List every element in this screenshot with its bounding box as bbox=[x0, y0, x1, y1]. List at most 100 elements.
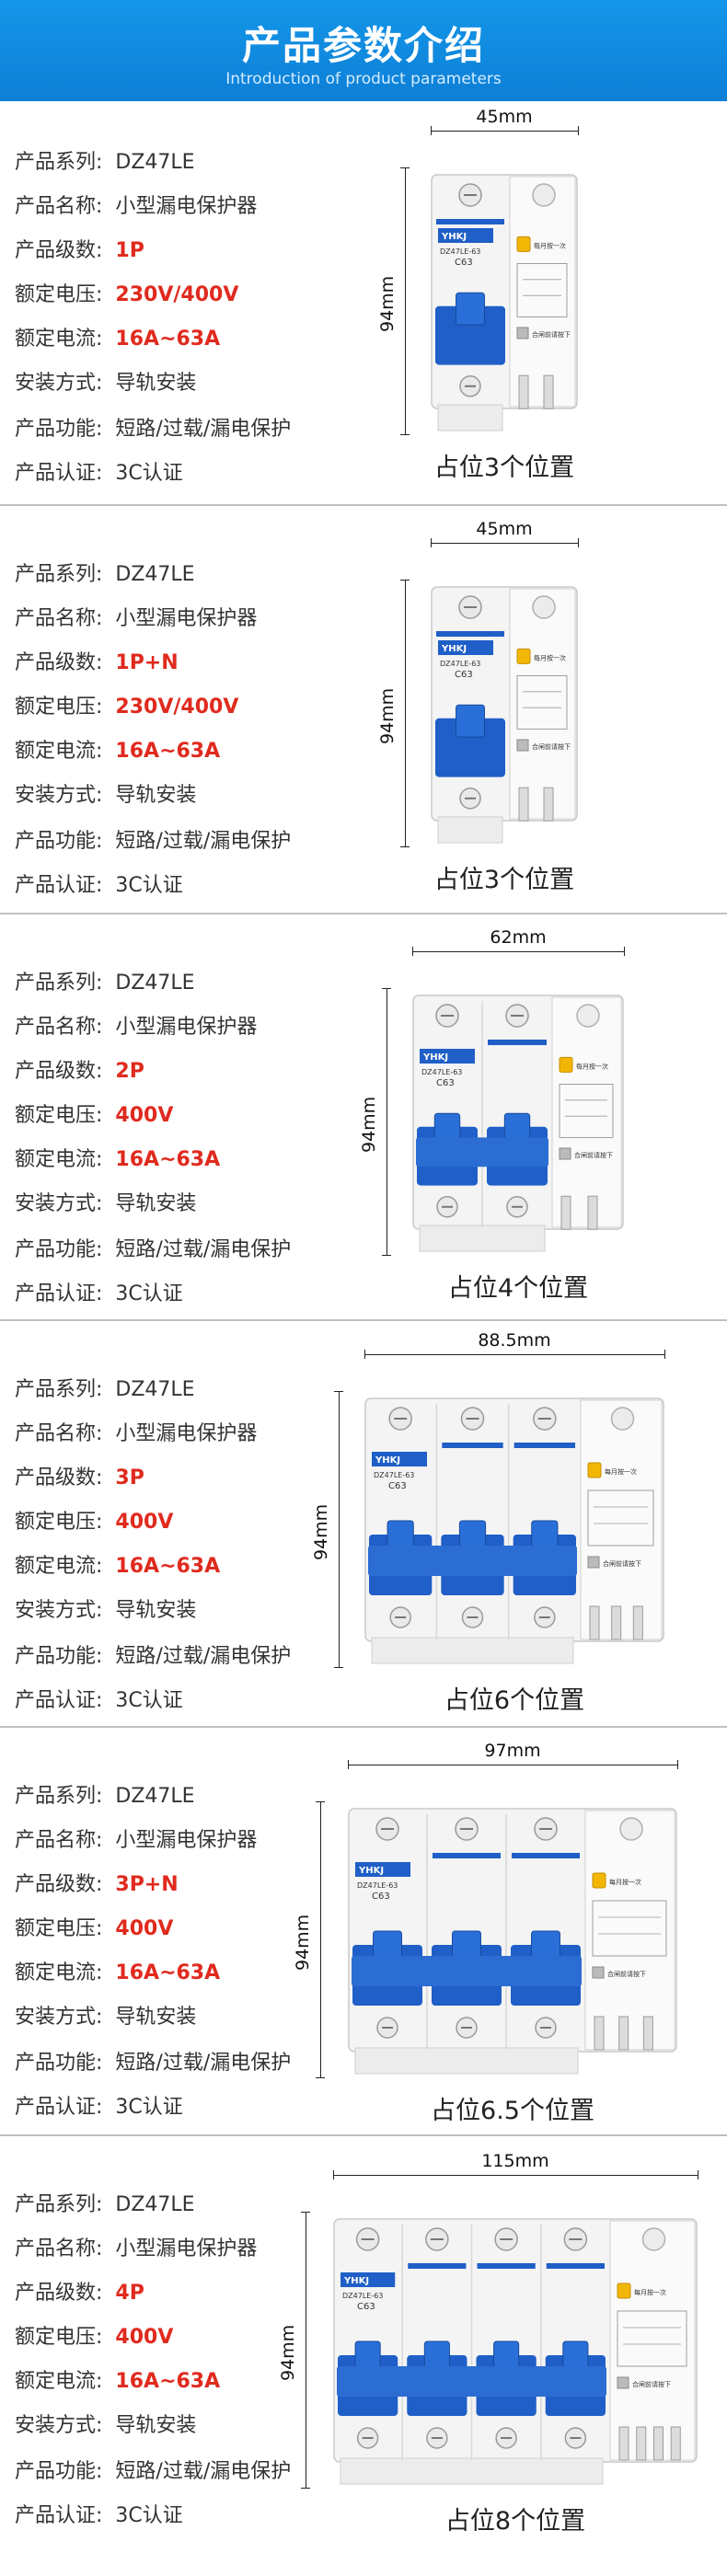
spec-label: 产品功能: bbox=[15, 830, 103, 853]
spec-label: 安装方式: bbox=[15, 2006, 103, 2029]
spec-value: 400V bbox=[115, 1917, 174, 1940]
spec-row-cert: 产品认证:3C认证 bbox=[15, 2094, 183, 2122]
spec-row-series: 产品系列:DZ47LE bbox=[15, 970, 195, 997]
dimension-tick bbox=[412, 947, 413, 956]
dimension-tick bbox=[431, 538, 432, 547]
brand-text: YHKJ bbox=[441, 644, 467, 654]
reset-button-icon bbox=[516, 327, 529, 339]
spec-value: 短路/过载/漏电保护 bbox=[115, 1238, 292, 1261]
spec-row-voltage: 额定电压:230V/400V bbox=[15, 694, 238, 721]
spec-label: 产品系列: bbox=[15, 1378, 103, 1401]
spec-value: 短路/过载/漏电保护 bbox=[115, 830, 292, 853]
spec-row-voltage: 额定电压:230V/400V bbox=[15, 282, 238, 309]
spec-row-current: 额定电流:16A~63A bbox=[15, 1960, 220, 1987]
width-dimension-label: 88.5mm bbox=[478, 1330, 551, 1351]
spec-row-series: 产品系列:DZ47LE bbox=[15, 1376, 195, 1404]
toggle-bar bbox=[352, 1956, 582, 1986]
spec-row-current: 额定电流:16A~63A bbox=[15, 2368, 220, 2396]
spec-value: 16A~63A bbox=[115, 1555, 221, 1578]
spec-value: 230V/400V bbox=[115, 696, 239, 719]
dimension-tick bbox=[624, 947, 625, 956]
spec-row-function: 产品功能: 短路/过载/漏电保护 bbox=[15, 1643, 291, 1671]
height-dimension-line bbox=[320, 1801, 321, 2077]
reset-button-icon bbox=[617, 2376, 629, 2389]
dimension-tick bbox=[431, 126, 432, 135]
spec-row-poles: 产品级数:2P bbox=[15, 1058, 144, 1086]
terminal-screw-icon bbox=[642, 2016, 653, 2051]
brand-badge bbox=[420, 1049, 475, 1064]
spec-value: 1P bbox=[115, 239, 144, 262]
spec-row-series: 产品系列:DZ47LE bbox=[15, 2191, 195, 2219]
terminal-screw-icon bbox=[589, 1605, 600, 1640]
breaker-foot bbox=[354, 2047, 579, 2075]
footprint-caption: 占位3个位置 bbox=[433, 454, 575, 482]
spec-label: 产品认证: bbox=[15, 874, 103, 897]
pole-color-band bbox=[546, 2263, 605, 2269]
spec-label: 额定电压: bbox=[15, 2326, 103, 2349]
spec-value: 3C认证 bbox=[115, 874, 183, 897]
height-dimension-label: 94mm bbox=[293, 1914, 313, 1971]
spec-label: 额定电流: bbox=[15, 1555, 103, 1578]
brand-text: YHKJ bbox=[375, 1455, 400, 1466]
spec-value: 3C认证 bbox=[115, 462, 183, 485]
spec-label: 产品级数: bbox=[15, 1060, 103, 1083]
spec-row-install: 安装方式:导轨安装 bbox=[15, 1597, 196, 1625]
pole-color-band bbox=[442, 1443, 503, 1448]
spec-row-cert: 产品认证:3C认证 bbox=[15, 1687, 183, 1715]
terminal-screw-icon bbox=[518, 787, 529, 822]
rating-text: C63 bbox=[357, 2302, 375, 2312]
spec-label: 产品名称: bbox=[15, 607, 103, 630]
spec-value: 3C认证 bbox=[115, 2096, 183, 2119]
spec-label: 产品名称: bbox=[15, 1422, 103, 1445]
spec-value: 16A~63A bbox=[115, 1148, 221, 1171]
spec-label: 产品认证: bbox=[15, 1689, 103, 1712]
breaker-foot bbox=[437, 404, 503, 431]
brand-badge bbox=[372, 1452, 427, 1466]
rating-text: C63 bbox=[372, 1892, 390, 1902]
height-dimension-line bbox=[339, 1391, 340, 1667]
spec-value: 短路/过载/漏电保护 bbox=[115, 2052, 292, 2075]
spec-label: 额定电流: bbox=[15, 740, 103, 763]
spec-value: 短路/过载/漏电保护 bbox=[115, 1645, 292, 1668]
spec-value: 16A~63A bbox=[115, 2370, 221, 2393]
spec-row-cert: 产品认证:3C认证 bbox=[15, 2502, 183, 2530]
pole-color-band bbox=[477, 2263, 536, 2269]
spec-row-poles: 产品级数:1P+N bbox=[15, 650, 179, 677]
terminal-screw-icon bbox=[543, 374, 554, 409]
breaker-foot bbox=[371, 1637, 574, 1664]
terminal-screw-icon bbox=[594, 2016, 605, 2051]
terminal-screw-icon bbox=[543, 787, 554, 822]
brand-badge bbox=[438, 640, 493, 655]
rcd-module bbox=[580, 1399, 663, 1640]
spec-label: 产品系列: bbox=[15, 563, 103, 586]
pole-color-band bbox=[512, 1853, 580, 1858]
spec-label: 产品级数: bbox=[15, 1873, 103, 1896]
spec-value: 230V/400V bbox=[115, 283, 239, 306]
dimension-tick bbox=[400, 434, 410, 435]
dimension-tick bbox=[400, 580, 410, 581]
breaker-foot bbox=[437, 816, 503, 844]
spec-label: 产品功能: bbox=[15, 1645, 103, 1668]
spec-row-poles: 产品级数:4P bbox=[15, 2280, 144, 2307]
page-subtitle: Introduction of product parameters bbox=[225, 70, 502, 88]
spec-label: 产品功能: bbox=[15, 2052, 103, 2075]
model-text: DZ47LE-63 bbox=[357, 1881, 398, 1890]
spec-row-cert: 产品认证:3C认证 bbox=[15, 460, 183, 488]
spec-value: 3P bbox=[115, 1466, 144, 1489]
breaker-foot bbox=[340, 2457, 604, 2485]
test-button-icon bbox=[559, 1056, 573, 1073]
reset-label-text: 合闸前请按下 bbox=[532, 742, 571, 751]
circuit-diagram-icon bbox=[592, 1900, 667, 1957]
spec-value: 400V bbox=[115, 1511, 174, 1534]
section-divider bbox=[0, 504, 727, 506]
spec-row-name: 产品名称:小型漏电保护器 bbox=[15, 193, 257, 221]
spec-value: DZ47LE bbox=[115, 563, 195, 586]
spec-value: DZ47LE bbox=[115, 151, 195, 174]
terminal-screw-icon bbox=[610, 1407, 635, 1431]
dimension-tick bbox=[333, 2170, 334, 2179]
